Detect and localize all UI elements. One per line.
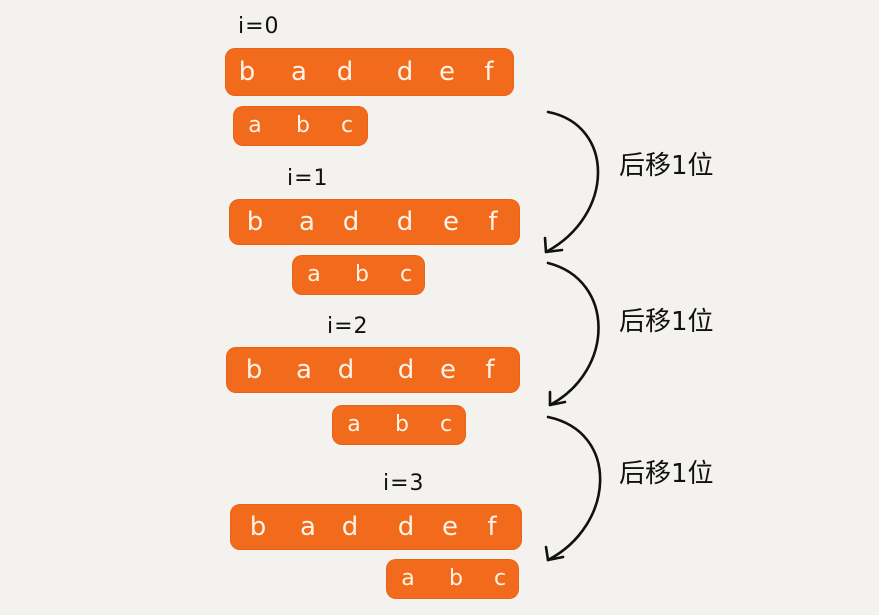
pattern-char: b	[449, 566, 463, 591]
step-label-1: i=1	[287, 166, 329, 191]
pattern-char: c	[399, 262, 413, 287]
text-string-bar-1: b a d d e f	[229, 199, 520, 245]
pattern-char: b	[355, 262, 369, 287]
text-char: a	[296, 355, 312, 385]
pattern-char: c	[493, 566, 507, 591]
pattern-bar-2: a b c	[332, 405, 466, 445]
curved-arrow-3	[546, 415, 602, 562]
text-char: e	[442, 512, 458, 542]
text-char: d	[342, 207, 360, 237]
pattern-char: a	[248, 113, 262, 138]
text-char: d	[336, 57, 354, 87]
pattern-bar-3: a b c	[386, 559, 519, 599]
text-char: d	[396, 57, 414, 87]
text-char: d	[396, 207, 414, 237]
text-char: f	[487, 512, 497, 542]
text-string-bar-3: b a d d e f	[230, 504, 522, 550]
pattern-char: b	[296, 113, 310, 138]
step-label-2: i=2	[327, 314, 369, 339]
shift-label-1: 后移1位	[619, 151, 714, 181]
step-label-3: i=3	[383, 471, 425, 496]
text-char: b	[249, 512, 267, 542]
shift-label-3: 后移1位	[619, 459, 714, 489]
arrowhead-2	[548, 390, 567, 407]
text-char: a	[291, 57, 307, 87]
pattern-bar-0: a b c	[233, 106, 368, 146]
text-char: e	[439, 57, 455, 87]
text-char: f	[485, 355, 495, 385]
curved-arrow-1	[544, 110, 600, 254]
text-string-bar-0: b a d d e f	[225, 48, 514, 96]
text-char: a	[299, 207, 315, 237]
text-char: e	[440, 355, 456, 385]
pattern-bar-1: a b c	[292, 255, 425, 295]
pattern-char: a	[401, 566, 415, 591]
arrowhead-1	[543, 236, 564, 254]
shift-label-2: 后移1位	[619, 307, 714, 337]
text-char: f	[484, 57, 494, 87]
text-char: a	[300, 512, 316, 542]
text-char: d	[337, 355, 355, 385]
text-string-bar-2: b a d d e f	[226, 347, 520, 393]
text-char: d	[341, 512, 359, 542]
text-char: b	[238, 57, 256, 87]
text-char: f	[488, 207, 498, 237]
pattern-char: b	[395, 412, 409, 437]
curved-arrow-2	[546, 261, 600, 407]
text-char: d	[397, 355, 415, 385]
pattern-char: c	[340, 113, 354, 138]
text-char: b	[246, 207, 264, 237]
arrowhead-3	[544, 545, 565, 562]
pattern-char: a	[347, 412, 361, 437]
text-char: b	[245, 355, 263, 385]
text-char: d	[397, 512, 415, 542]
step-label-0: i=0	[238, 14, 280, 39]
pattern-char: a	[307, 262, 321, 287]
text-char: e	[443, 207, 459, 237]
pattern-char: c	[439, 412, 453, 437]
